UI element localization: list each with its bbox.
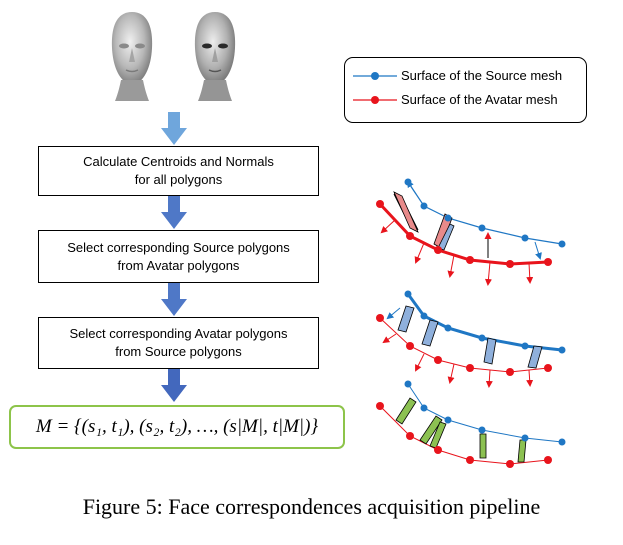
diagram-source-to-avatar	[376, 290, 566, 388]
step-text: Calculate Centroids and Normals	[83, 154, 274, 169]
step-text: from Avatar polygons	[117, 257, 240, 273]
flow-arrow-down-icon	[161, 283, 187, 316]
figure-caption: Figure 5: Face correspondences acquisiti…	[82, 494, 541, 519]
legend-label: Surface of the Avatar mesh	[401, 92, 558, 107]
legend: Surface of the Source mesh Surface of th…	[344, 57, 587, 123]
diagram-final-correspondences	[376, 380, 566, 468]
step-text: from Source polygons	[115, 344, 242, 359]
formula-text: M = {(s₁, t₁), (s₂, t₂), …, (s|M|, t|M|)…	[35, 416, 319, 437]
flow-arrow-down-icon	[161, 112, 187, 145]
source-line-marker-icon	[353, 71, 397, 80]
step-select-source-polygons: Select corresponding Source polygons fro…	[38, 230, 319, 283]
avatar-line-marker-icon	[353, 95, 397, 104]
step-select-avatar-polygons: Select corresponding Avatar polygons fro…	[38, 317, 319, 369]
legend-item-source: Surface of the Source mesh	[353, 68, 562, 83]
flow-arrow-down-icon	[161, 369, 187, 402]
legend-label: Surface of the Source mesh	[401, 68, 563, 83]
avatar-face-image	[194, 12, 236, 101]
source-face-image	[111, 12, 153, 101]
legend-item-avatar: Surface of the Avatar mesh	[353, 92, 558, 107]
diagram-centroids-normals	[376, 178, 566, 286]
step-calculate-centroids: Calculate Centroids and Normals for all …	[38, 146, 319, 196]
correspondence-set-formula: M = {(s₁, t₁), (s₂, t₂), …, (s|M|, t|M|)…	[9, 405, 345, 449]
step-text: for all polygons	[134, 172, 223, 187]
step-text: Select corresponding Source polygons	[67, 239, 290, 255]
flow-arrow-down-icon	[161, 196, 187, 229]
step-text: Select corresponding Avatar polygons	[69, 326, 288, 341]
